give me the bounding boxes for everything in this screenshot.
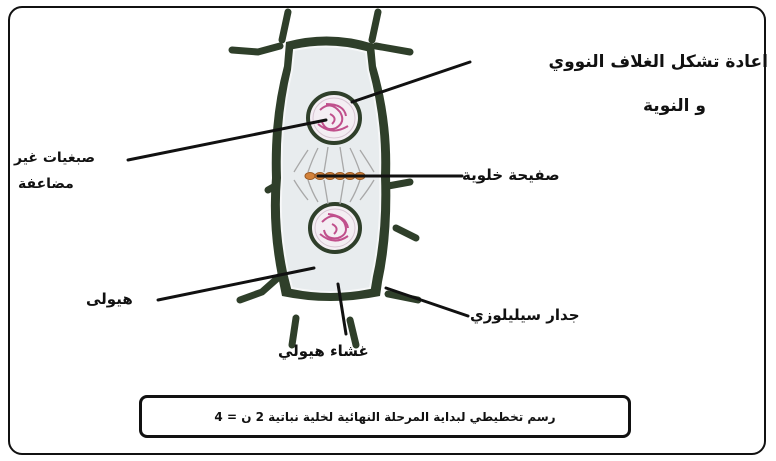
pointer-cytoplasm (156, 266, 316, 302)
bottom-chromosomes (319, 213, 349, 242)
pointer-lines (126, 60, 472, 336)
pointer-cell-wall (384, 286, 470, 318)
caption-text: رسم تخطيطي لبداية المرحلة النهائية لخلية… (214, 409, 556, 424)
label-chromatids-line1: صبغيات غير (14, 150, 96, 166)
label-nuclear-envelope-reform: اعادة تشكل الغلاف النووي (548, 52, 769, 72)
pointer-chromatids (126, 118, 328, 162)
label-nucleolus: و النوية (643, 96, 706, 116)
label-cytoplasm: هيولى (86, 290, 133, 308)
label-cell-wall: جدار سيليلوزي (470, 306, 580, 324)
top-nucleus (306, 91, 362, 145)
top-chromosomes (317, 103, 349, 132)
label-cell-plate: صفيحة خلوية (462, 166, 560, 184)
label-plasma-membrane: غشاء هيولي (278, 342, 369, 360)
pointer-membrane (336, 282, 348, 336)
pointer-nuclear-envelope (350, 60, 472, 104)
neighbour-walls (228, 8, 422, 349)
phragmoplast-fibres (293, 146, 375, 205)
caption-box: رسم تخطيطي لبداية المرحلة النهائية لخلية… (139, 395, 631, 438)
label-chromatids-line2: مضاعفة (18, 176, 74, 192)
bottom-nucleus (308, 202, 362, 254)
